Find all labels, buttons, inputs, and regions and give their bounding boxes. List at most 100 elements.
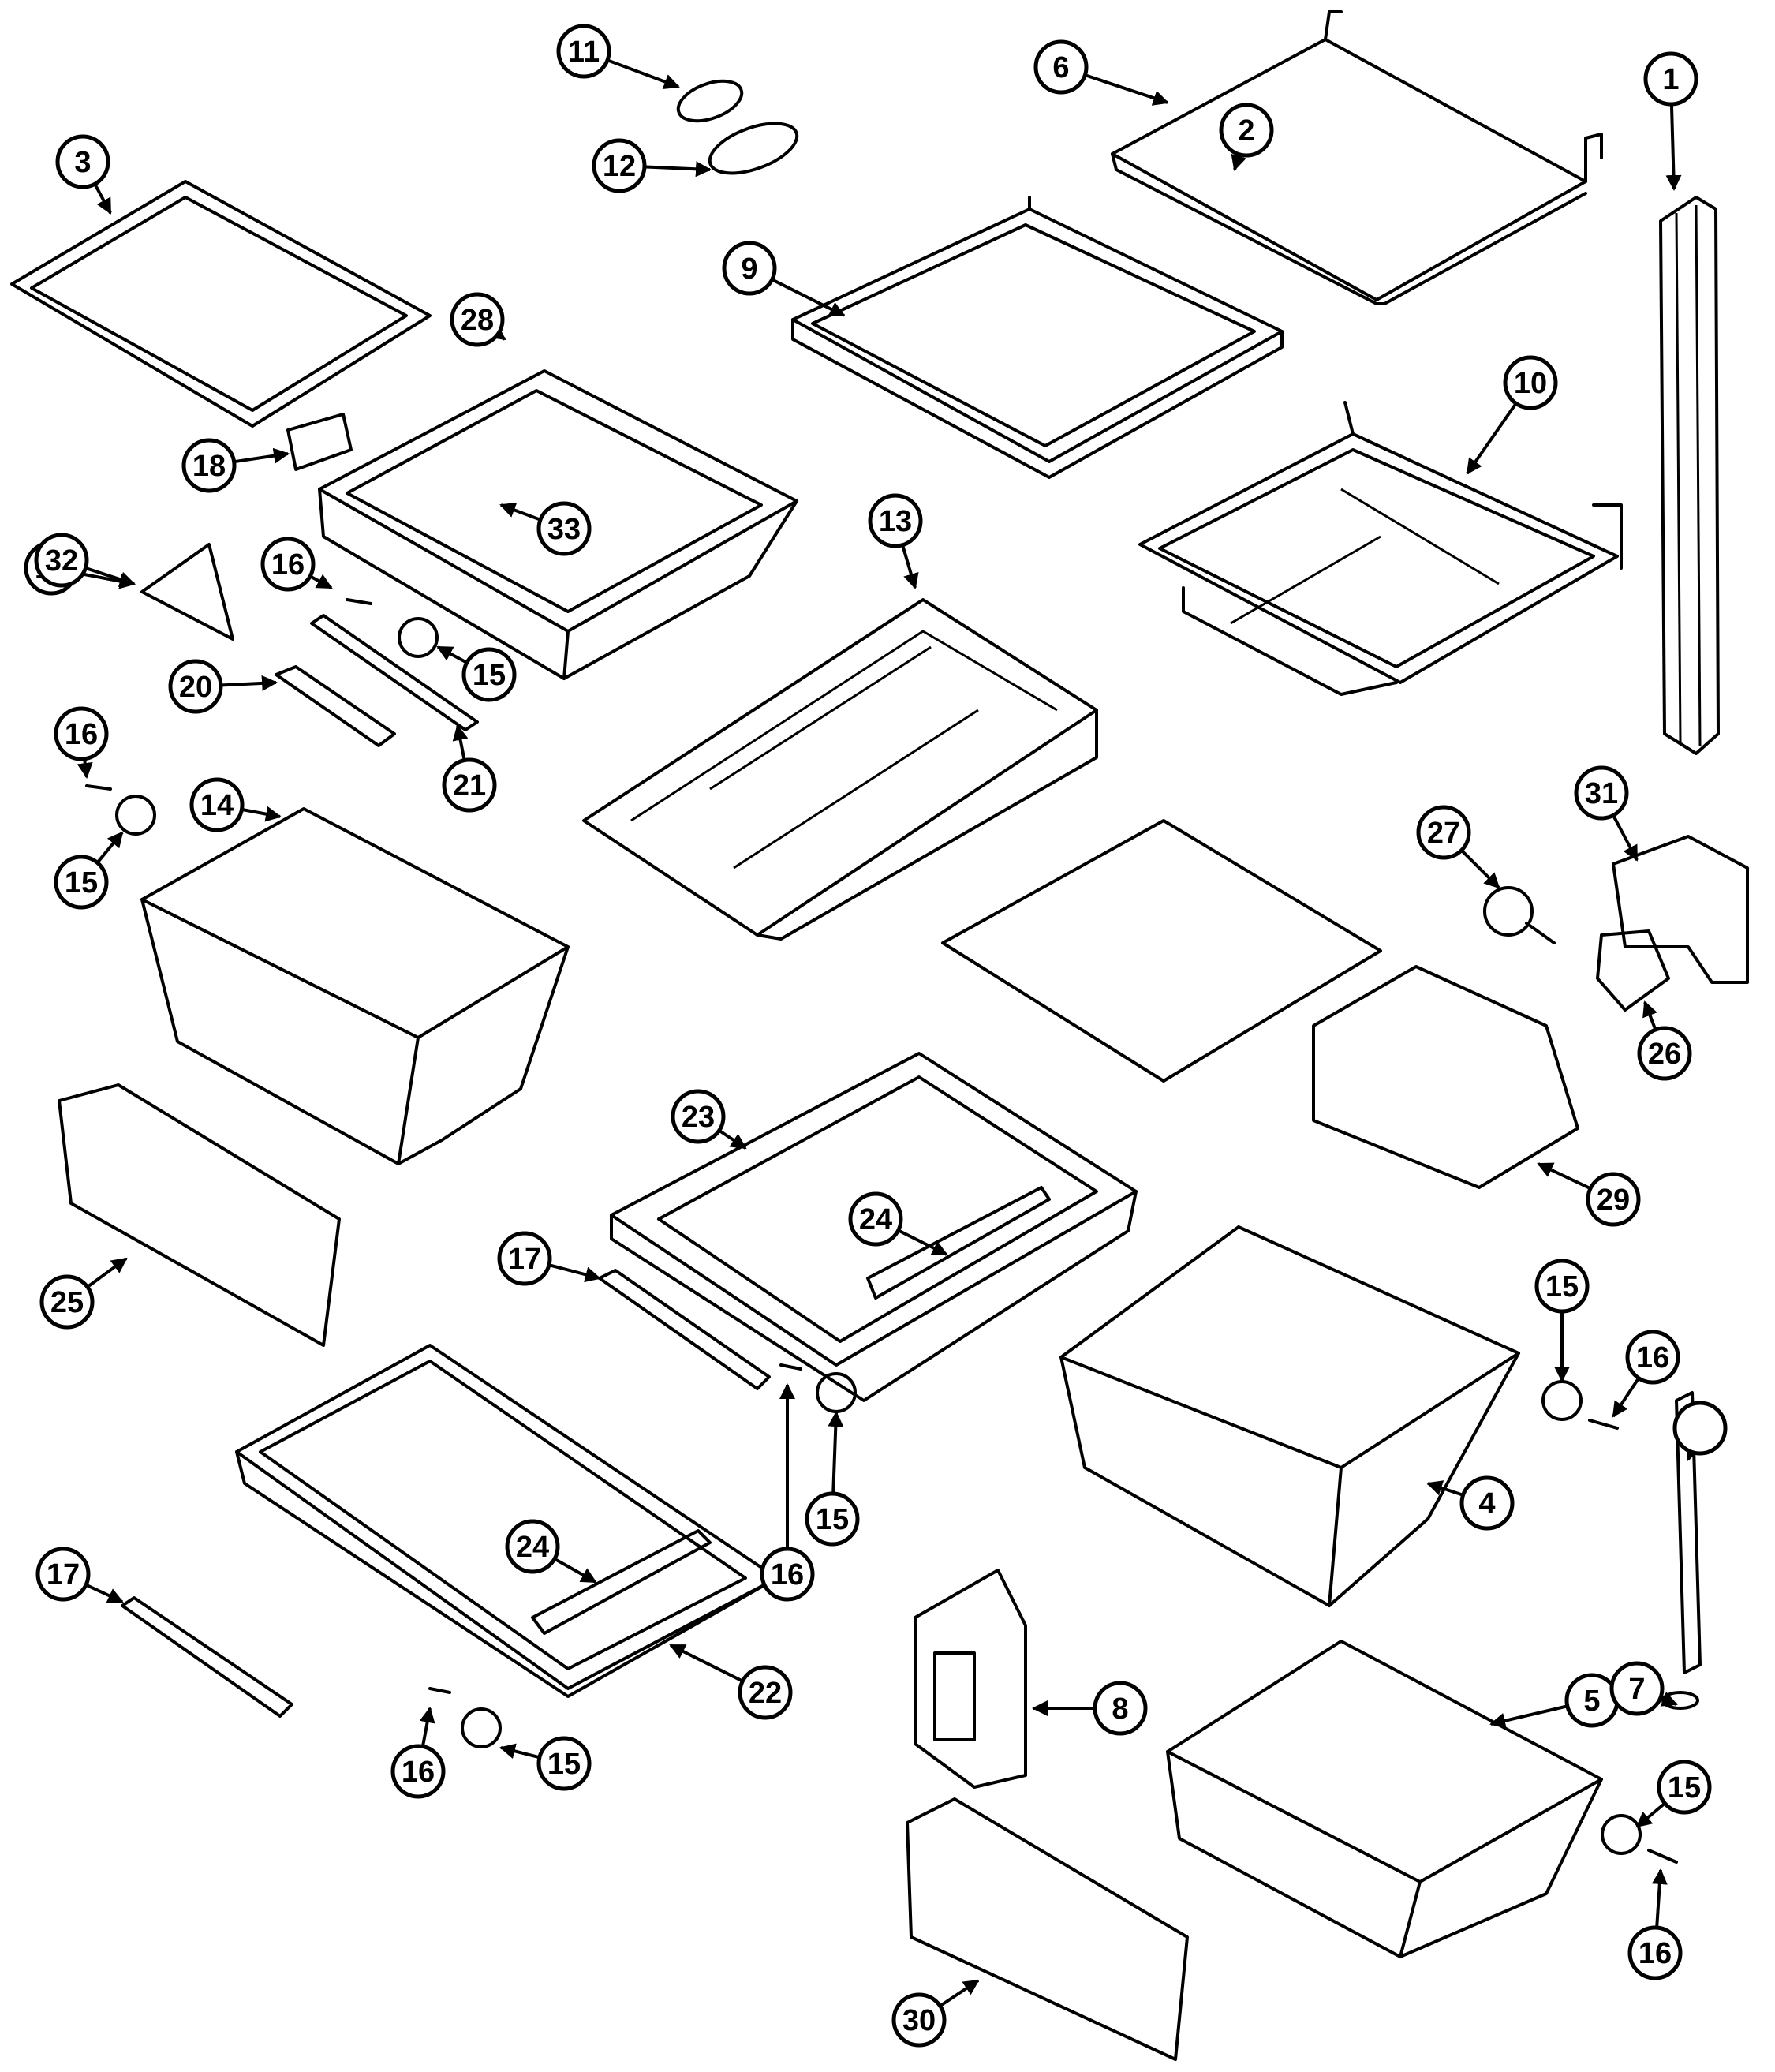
callout-13: 13 bbox=[868, 493, 923, 589]
callout-25: 25 bbox=[39, 1257, 128, 1330]
part-16-screw bbox=[85, 598, 1678, 1864]
callout-number: 2 bbox=[1238, 114, 1254, 148]
callout-26: 26 bbox=[1637, 1000, 1692, 1081]
callout-leader bbox=[772, 279, 846, 317]
callout-15: 15 bbox=[1635, 1760, 1712, 1828]
callout-number: 5 bbox=[1583, 1685, 1600, 1718]
callout-leader bbox=[243, 806, 282, 822]
callout-2: 2 bbox=[1219, 103, 1274, 171]
callout-number: 17 bbox=[47, 1558, 80, 1591]
callout-leader bbox=[86, 1584, 124, 1603]
callout-circle bbox=[1609, 1661, 1665, 1716]
callout-10: 10 bbox=[1466, 355, 1558, 475]
callout-number: 14 bbox=[200, 789, 234, 822]
callout-20: 20 bbox=[168, 659, 278, 714]
callout-circle bbox=[390, 1744, 446, 1799]
callout-leader bbox=[88, 1257, 128, 1288]
callout-16: 16 bbox=[1612, 1330, 1680, 1418]
part-29-drawer-front bbox=[906, 1797, 1189, 2061]
callout-circle bbox=[556, 24, 611, 79]
callout-15: 15 bbox=[805, 1411, 860, 1547]
callout-3: 3 bbox=[55, 134, 112, 215]
callout-number: 13 bbox=[879, 505, 912, 538]
part-23-seal-lower bbox=[531, 1529, 712, 1635]
callout-circle bbox=[1219, 103, 1274, 158]
callout-28: 28 bbox=[450, 292, 506, 347]
callout-undefined bbox=[1672, 1401, 1728, 1461]
callout-circle bbox=[868, 493, 923, 548]
callout-circle bbox=[536, 501, 592, 556]
callout-4: 4 bbox=[1426, 1475, 1515, 1531]
part-31-rail bbox=[140, 543, 234, 641]
callout-circle bbox=[450, 292, 505, 347]
callout-circle bbox=[260, 537, 316, 592]
callout-16: 16 bbox=[1627, 1868, 1683, 1980]
callout-number: 29 bbox=[1597, 1184, 1630, 1217]
callout-number: 25 bbox=[50, 1286, 84, 1319]
callout-circle bbox=[34, 533, 89, 588]
callout-9: 9 bbox=[722, 241, 846, 317]
callout-circle bbox=[1459, 1475, 1515, 1531]
callout-leader bbox=[899, 1229, 948, 1256]
part-21-crisper-cover bbox=[235, 1344, 779, 1698]
callout-circle bbox=[36, 1547, 91, 1602]
callout-circle bbox=[1625, 1330, 1680, 1385]
callout-number: 6 bbox=[1052, 51, 1069, 84]
part-15-roller bbox=[115, 617, 1642, 1855]
callout-leader bbox=[669, 1644, 742, 1682]
callout-leader bbox=[419, 1707, 435, 1745]
callout-circle bbox=[760, 1547, 815, 1602]
callout-number: 10 bbox=[1514, 367, 1547, 400]
callout-11: 11 bbox=[556, 24, 680, 90]
callout-number: 24 bbox=[516, 1531, 549, 1564]
callout-24: 24 bbox=[848, 1191, 948, 1256]
callout-30: 30 bbox=[891, 1979, 980, 2048]
callout-leader bbox=[77, 760, 93, 779]
callout-5: 5 bbox=[1489, 1673, 1620, 1729]
callout-circle bbox=[168, 659, 223, 714]
part-8-divider bbox=[914, 1569, 1027, 1789]
callout-number: 8 bbox=[1112, 1692, 1128, 1726]
callout-number: 16 bbox=[271, 548, 305, 582]
part-27-pan bbox=[318, 369, 798, 680]
callout-number: 28 bbox=[461, 304, 494, 337]
callout-number: 1 bbox=[1662, 63, 1679, 96]
callout-leader bbox=[1466, 403, 1517, 475]
callout-leader bbox=[1086, 73, 1169, 106]
callout-circle bbox=[1033, 39, 1089, 95]
callout-number: 23 bbox=[682, 1101, 715, 1134]
callout-leader bbox=[1612, 816, 1639, 862]
callout-circle bbox=[1093, 1681, 1148, 1736]
callout-number: 15 bbox=[473, 659, 506, 692]
callout-circle bbox=[1503, 355, 1558, 410]
callout-16: 16 bbox=[260, 537, 333, 592]
callout-circle bbox=[505, 1519, 560, 1574]
callout-15: 15 bbox=[1534, 1259, 1590, 1382]
part-5-crisper-drawer bbox=[1166, 1640, 1603, 1958]
callout-leader bbox=[499, 1743, 539, 1760]
callout-number: 15 bbox=[1545, 1270, 1579, 1303]
callout-circle bbox=[848, 1191, 903, 1247]
callout-32: 32 bbox=[34, 533, 136, 588]
callout-circle bbox=[1643, 51, 1698, 107]
callout-circle bbox=[592, 138, 647, 193]
callout-circle bbox=[181, 438, 237, 493]
callout-number: 16 bbox=[771, 1558, 804, 1591]
callout-leader bbox=[1489, 1704, 1567, 1729]
callout-27: 27 bbox=[1416, 805, 1500, 889]
part-17-slide-upper bbox=[598, 1269, 771, 1390]
callout-leader bbox=[1612, 1378, 1639, 1418]
callout-circle bbox=[54, 706, 109, 761]
callout-leader bbox=[235, 447, 290, 464]
callout-leader bbox=[97, 831, 124, 863]
callout-14: 14 bbox=[189, 777, 282, 832]
part-19-rail bbox=[275, 665, 396, 747]
callout-16: 16 bbox=[760, 1383, 815, 1602]
callout-leader bbox=[488, 324, 506, 341]
callout-leader bbox=[719, 1130, 747, 1150]
part-3-glass-shelf bbox=[10, 180, 432, 428]
callout-number: 7 bbox=[1628, 1673, 1645, 1706]
callout-circle bbox=[497, 1231, 552, 1286]
callout-16: 16 bbox=[390, 1707, 446, 1799]
